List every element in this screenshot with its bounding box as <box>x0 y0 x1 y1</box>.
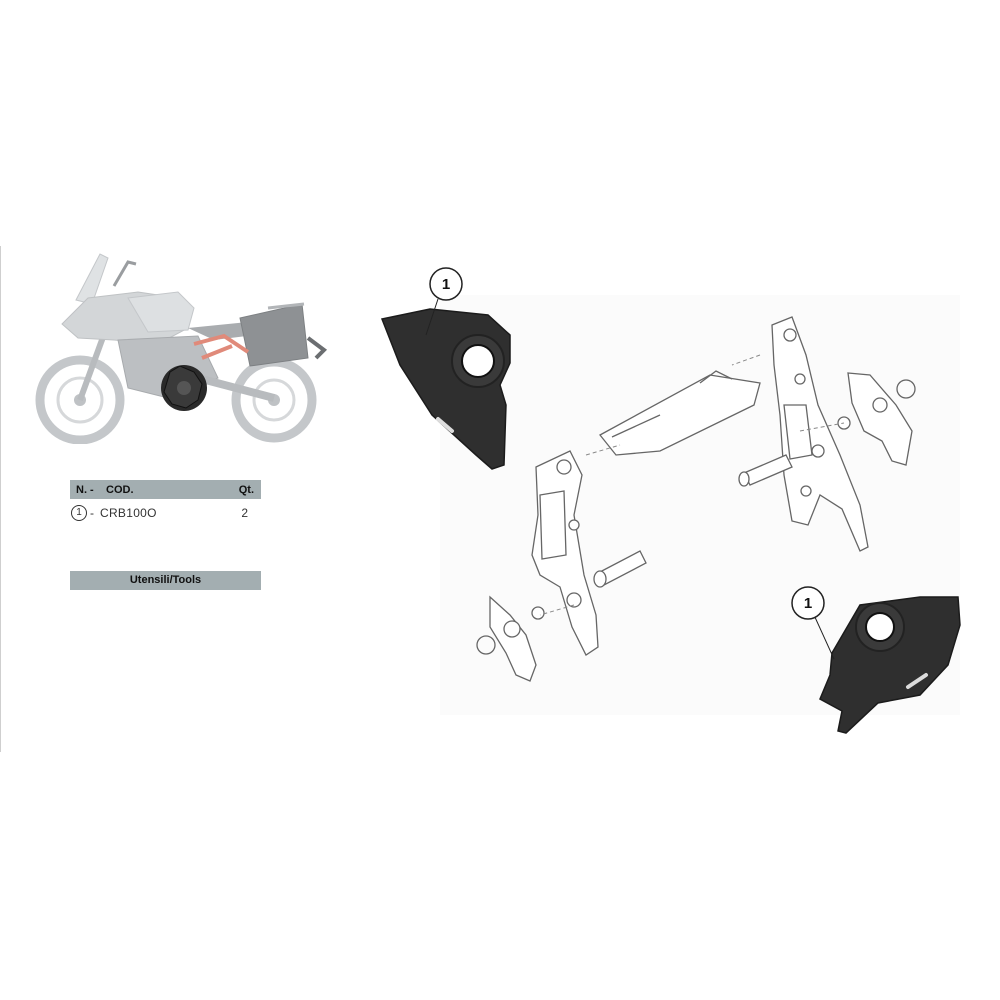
parts-table-header: N. - COD. Qt. <box>70 480 261 499</box>
motorcycle-overview-image <box>35 253 328 444</box>
header-number: N. - <box>76 483 94 496</box>
row-part-code: CRB100O <box>100 506 157 520</box>
table-row: 1 - CRB100O 2 <box>70 499 261 525</box>
frame-assembly-line-art <box>476 316 916 682</box>
row-number-badge: 1 <box>71 505 87 521</box>
row-separator: - <box>90 506 94 520</box>
carbon-cover-left <box>380 308 511 470</box>
left-divider <box>0 246 1 752</box>
row-quantity: 2 <box>241 506 248 520</box>
tools-section-header: Utensili/Tools <box>70 571 261 590</box>
callout-label: 1 <box>442 276 450 293</box>
callout-label: 1 <box>804 595 812 612</box>
carbon-cover-right <box>819 596 961 734</box>
callout-circle <box>791 586 825 620</box>
exploded-assembly-diagram: 1 <box>380 267 961 734</box>
callout-circle <box>429 267 463 301</box>
parts-table: N. - COD. Qt. 1 - CRB100O 2 <box>70 480 261 525</box>
header-quantity: Qt. <box>238 483 254 496</box>
header-code: COD. <box>106 483 134 496</box>
